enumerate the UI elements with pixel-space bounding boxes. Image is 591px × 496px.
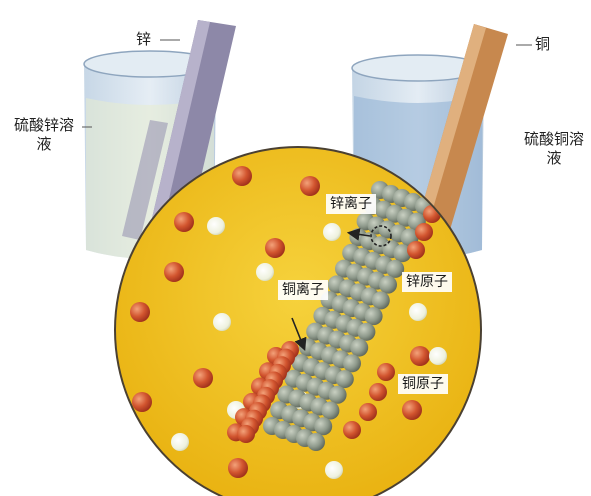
zinc-atom-particle — [372, 291, 390, 309]
zinc-ion-particle — [207, 217, 225, 235]
copper-ion-particle — [228, 458, 248, 478]
copper-atom-particle — [407, 241, 425, 259]
copper-ion-particle — [300, 176, 320, 196]
copper-ion-particle — [174, 212, 194, 232]
label-zinc-ion: 锌离子 — [326, 194, 376, 214]
copper-ion-particle — [132, 392, 152, 412]
zinc-ion-particle — [409, 303, 427, 321]
zinc-atom-particle — [357, 323, 375, 341]
label-copper-sulfate-solution: 硫酸铜溶液 — [522, 130, 586, 168]
copper-atom-particle — [359, 403, 377, 421]
label-copper-ion: 铜离子 — [278, 280, 328, 300]
label-copper: 铜 — [535, 35, 550, 54]
copper-ion-particle — [410, 346, 430, 366]
label-copper-atom: 铜原子 — [398, 374, 448, 394]
zinc-atom-particle — [379, 276, 397, 294]
zinc-atom-particle — [307, 433, 325, 451]
zinc-ion-particle — [323, 223, 341, 241]
label-zinc-sulfate-solution: 硫酸锌溶液 — [12, 116, 76, 154]
zinc-atom-particle — [365, 307, 383, 325]
copper-atom-particle — [237, 425, 255, 443]
copper-atom-particle — [377, 363, 395, 381]
label-zinc: 锌 — [136, 30, 151, 49]
label-zinc-atom: 锌原子 — [402, 272, 452, 292]
copper-ion-particle — [232, 166, 252, 186]
zinc-ion-particle — [325, 461, 343, 479]
copper-ion-particle — [193, 368, 213, 388]
zinc-atom-particle — [350, 339, 368, 357]
copper-ion-particle — [130, 302, 150, 322]
copper-atom-particle — [415, 223, 433, 241]
copper-atom-particle — [369, 383, 387, 401]
zinc-atom-particle — [336, 370, 354, 388]
copper-atom-particle — [343, 421, 361, 439]
zinc-atom-particle — [329, 386, 347, 404]
zinc-ion-particle — [429, 347, 447, 365]
zinc-ion-particle — [256, 263, 274, 281]
copper-ion-particle — [402, 400, 422, 420]
zinc-atom-particle — [314, 417, 332, 435]
zinc-ion-particle — [213, 313, 231, 331]
zinc-atom-particle — [321, 402, 339, 420]
zinc-ion-particle — [171, 433, 189, 451]
copper-ion-particle — [265, 238, 285, 258]
copper-ion-particle — [164, 262, 184, 282]
zinc-atom-particle — [343, 354, 361, 372]
